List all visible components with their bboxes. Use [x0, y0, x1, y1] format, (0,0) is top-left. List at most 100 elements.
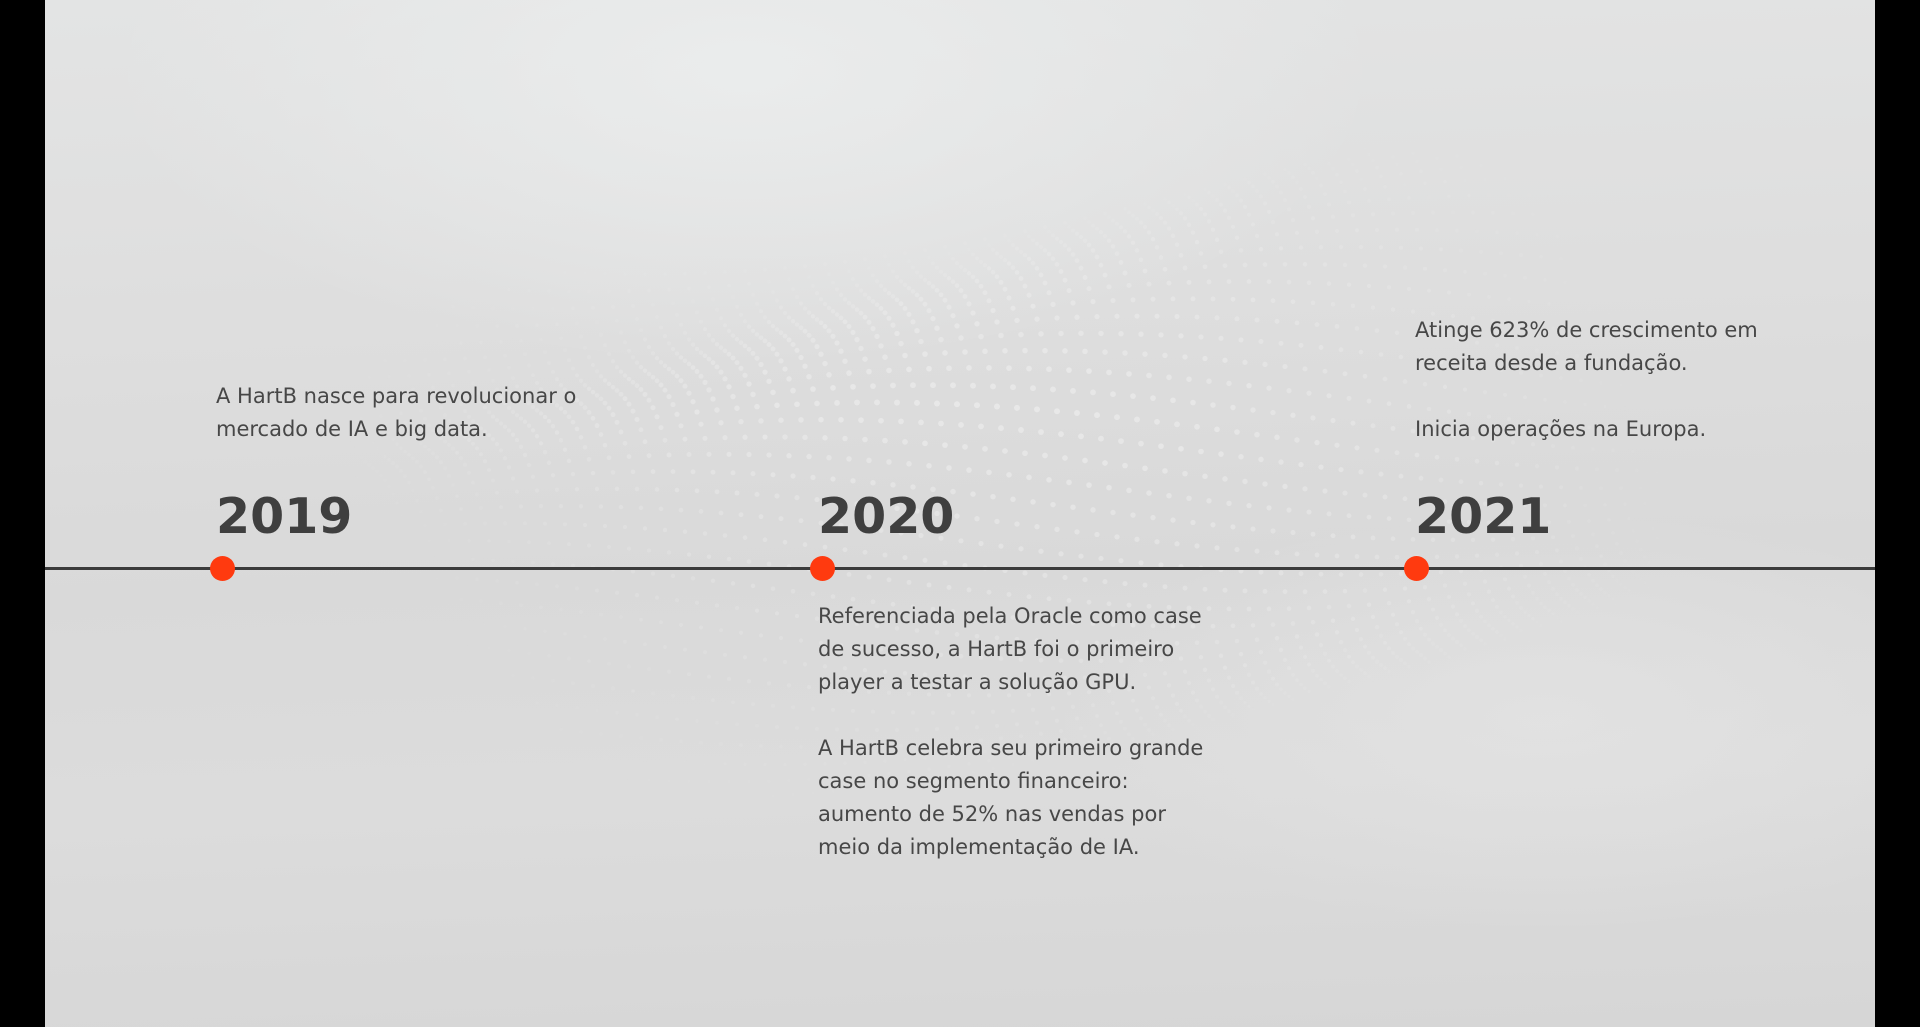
background-dot: [527, 363, 531, 368]
background-dot: [1579, 614, 1583, 619]
background-dot: [886, 459, 892, 465]
background-dot: [1006, 592, 1012, 597]
background-dot: [475, 492, 479, 497]
background-dot: [547, 361, 551, 365]
background-dot: [714, 341, 720, 347]
background-dot: [1350, 213, 1356, 218]
background-dot: [1611, 597, 1615, 601]
background-dot: [1418, 475, 1424, 481]
background-dot: [1314, 439, 1320, 446]
background-dot: [535, 700, 539, 705]
background-dot: [786, 376, 792, 382]
background-dot: [1387, 669, 1391, 674]
background-dot: [706, 333, 712, 338]
background-dot: [750, 471, 756, 477]
background-dot: [934, 400, 940, 407]
background-dot: [1331, 166, 1335, 171]
background-dot: [542, 521, 548, 526]
background-dot: [1459, 248, 1463, 253]
background-dot: [1482, 579, 1488, 584]
background-dot: [487, 286, 491, 291]
background-dot: [910, 319, 916, 325]
background-dot: [614, 388, 620, 393]
background-dot: [559, 727, 563, 732]
background-dot: [1182, 585, 1188, 591]
background-dot: [774, 493, 780, 499]
background-dot: [958, 264, 964, 269]
background-dot: [1078, 265, 1084, 271]
background-dot: [682, 358, 688, 364]
background-dot: [607, 289, 611, 294]
background-dot: [983, 237, 987, 242]
background-dot: [930, 382, 936, 389]
background-dot: [1278, 340, 1284, 346]
background-dot: [467, 538, 471, 543]
background-dot: [1074, 529, 1080, 535]
background-dot: [898, 301, 904, 307]
background-dot: [822, 324, 828, 329]
background-dot: [1034, 406, 1040, 413]
background-dot: [423, 358, 427, 362]
background-dot: [1022, 570, 1028, 576]
background-dot: [1495, 149, 1499, 154]
background-dot: [962, 294, 968, 299]
background-dot: [1559, 619, 1563, 623]
background-dot: [722, 348, 728, 354]
background-dot: [1623, 585, 1627, 590]
background-dot: [826, 372, 832, 378]
background-dot: [1106, 369, 1112, 376]
background-dot: [1647, 560, 1651, 565]
background-dot: [1298, 342, 1304, 348]
background-dot: [419, 510, 423, 514]
background-dot: [587, 659, 591, 663]
background-dot: [467, 369, 471, 374]
text-line: case no segmento financeiro:: [818, 769, 1129, 793]
background-dot: [407, 374, 411, 378]
background-dot: [1218, 335, 1224, 341]
background-dot: [1635, 539, 1639, 543]
background-dot: [723, 761, 727, 766]
background-dot: [1399, 171, 1403, 176]
background-dot: [1551, 213, 1555, 217]
background-dot: [1615, 601, 1619, 605]
background-dot: [1402, 586, 1408, 591]
background-dot: [615, 318, 619, 323]
background-dot: [683, 271, 687, 276]
background-dot: [602, 523, 608, 529]
background-dot: [606, 455, 612, 461]
background-dot: [862, 292, 868, 297]
background-dot: [1587, 518, 1591, 523]
background-dot: [1083, 216, 1087, 221]
background-dot: [1483, 619, 1487, 624]
background-dot: [1615, 578, 1619, 583]
background-dot: [791, 792, 795, 797]
background-dot: [1206, 219, 1212, 224]
background-dot: [1082, 348, 1088, 355]
background-dot: [1027, 234, 1031, 239]
background-dot: [1202, 264, 1208, 270]
background-dot: [622, 440, 628, 446]
background-dot: [1251, 184, 1255, 189]
background-dot: [746, 324, 752, 329]
background-dot: [1222, 208, 1228, 213]
background-dot: [1394, 622, 1400, 627]
background-dot: [654, 356, 660, 361]
background-dot: [1547, 608, 1551, 613]
background-dot: [1206, 678, 1212, 683]
background-dot: [1446, 290, 1452, 295]
background-dot: [782, 659, 788, 665]
background-dot: [751, 292, 755, 297]
background-dot: [962, 349, 968, 355]
background-dot: [854, 336, 860, 343]
background-dot: [1250, 680, 1256, 685]
background-dot: [866, 295, 872, 301]
background-dot: [499, 340, 503, 344]
background-dot: [1038, 244, 1044, 249]
background-dot: [1130, 393, 1136, 399]
background-dot: [591, 305, 595, 310]
background-dot: [655, 315, 659, 319]
background-dot: [1302, 654, 1308, 660]
background-dot: [1034, 524, 1040, 530]
background-dot: [798, 301, 804, 306]
background-dot: [902, 306, 908, 311]
